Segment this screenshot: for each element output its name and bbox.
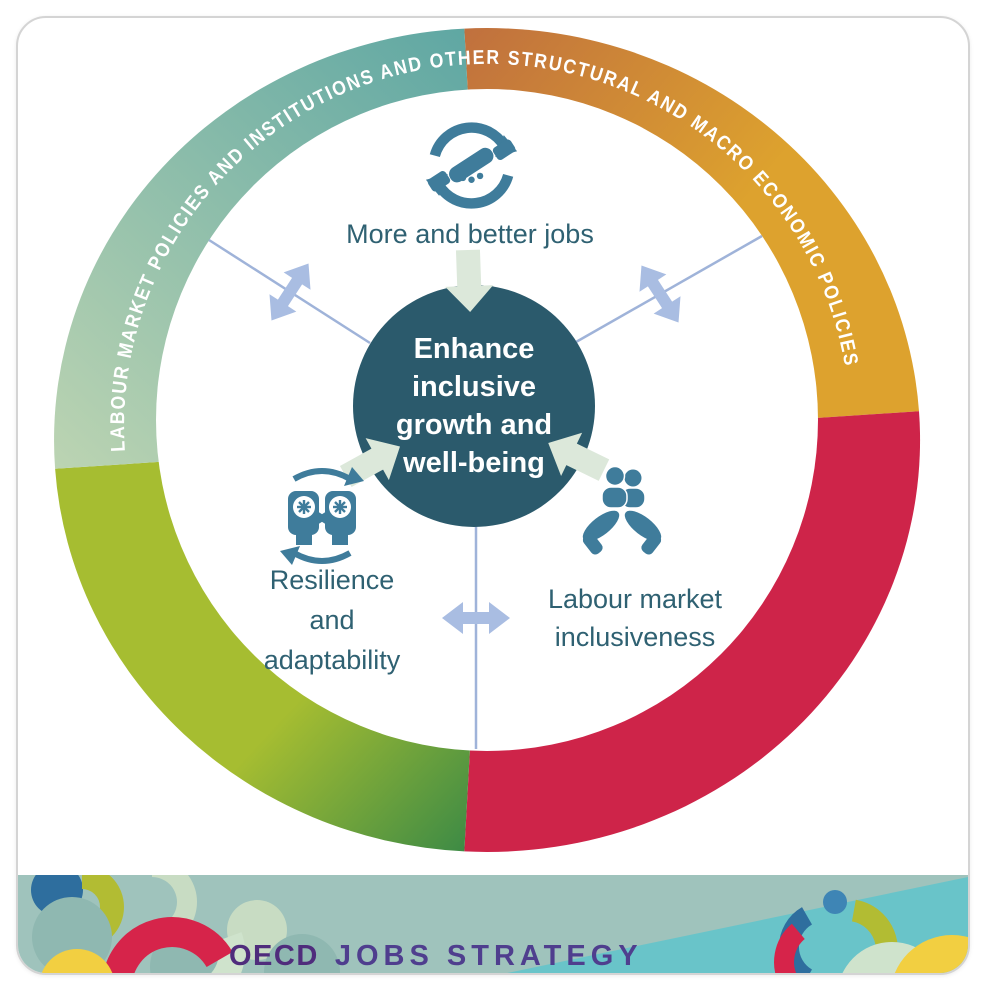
inflow-arrow-lower-right (548, 432, 610, 481)
footer-banner: OECD JOBS STRATEGY (18, 875, 968, 973)
center-goal-line: inclusive (411, 371, 537, 403)
node-label-resilience-and-adaptability: Resilience and adaptability (263, 565, 401, 675)
oecd-logo-text: OECD (229, 940, 319, 972)
deco-arc (103, 917, 233, 973)
center-goal-line: growth and (395, 409, 553, 441)
minds-exchange-icon (280, 467, 364, 565)
center-goal-label: Enhance inclusive growth and well-being (324, 330, 624, 482)
double-arrow-upper-left (269, 263, 311, 321)
center-goal-line: Enhance (413, 333, 535, 365)
double-arrow-upper-right (639, 265, 681, 323)
node-label-more-and-better-jobs: More and better jobs (346, 219, 594, 249)
infographic-card: LABOUR MARKET POLICIES AND INSTITUTIONS … (16, 16, 970, 975)
center-goal-line: well-being (403, 447, 545, 479)
banner-decorations (31, 875, 968, 973)
deco-arc (774, 923, 806, 973)
node-label-labour-market-inclusiveness: Labour market inclusiveness (547, 584, 723, 652)
exchange-arrows (269, 263, 681, 634)
connector-line-upper-right (575, 234, 763, 344)
jobs-strategy-diagram: LABOUR MARKET POLICIES AND INSTITUTIONS … (54, 28, 921, 852)
deco-circle (894, 935, 968, 973)
double-arrow-bottom (442, 602, 510, 634)
banner-title-text: JOBS STRATEGY (334, 940, 643, 972)
hands-holding-people-icon (582, 465, 662, 555)
deco-arc (151, 875, 197, 931)
deco-circle (264, 934, 340, 973)
banner-title: OECD JOBS STRATEGY (229, 941, 643, 971)
deco-circle (41, 949, 113, 973)
handshake-cycle-icon (425, 122, 518, 209)
deco-circle (823, 890, 847, 914)
inflow-arrow-top (445, 249, 494, 312)
center-circle (353, 285, 595, 527)
